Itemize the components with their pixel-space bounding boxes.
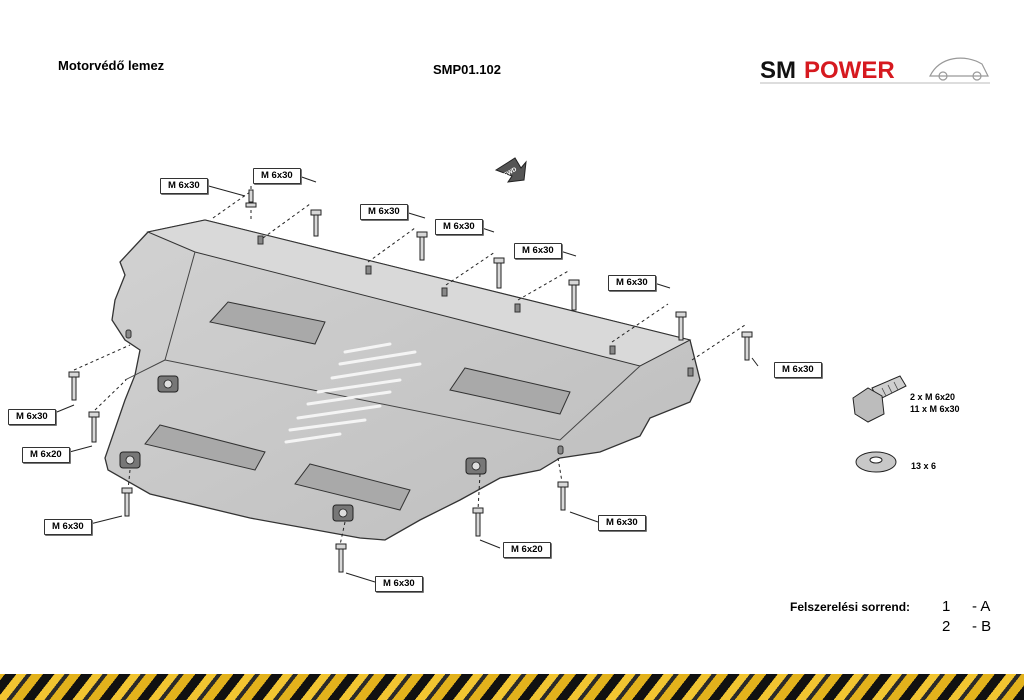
install-order-label: Felszerelési sorrend: — [790, 600, 911, 614]
bolt-count-m6x20: 2 x M 6x20 — [910, 392, 956, 402]
smpower-logo: SM POWER — [760, 57, 990, 84]
logo-sm-text: SM — [760, 57, 796, 84]
skid-plate — [104, 219, 701, 541]
install-step-code: - A — [972, 598, 991, 615]
callout-label: M 6x30 — [435, 219, 483, 235]
logo-power-text: POWER — [804, 57, 895, 84]
install-step-number: 1 — [942, 598, 951, 615]
callout-label: M 6x20 — [503, 542, 551, 558]
install-step-number: 2 — [942, 618, 951, 635]
callout-label: M 6x30 — [160, 178, 208, 194]
bolt-count-m6x30: 11 x M 6x30 — [910, 404, 960, 414]
callout-label: M 6x20 — [22, 447, 70, 463]
callout-label: M 6x30 — [8, 409, 56, 425]
forward-arrow-icon: FWD — [494, 157, 527, 183]
hex-bolt-icon — [852, 375, 907, 423]
callout-label: M 6x30 — [598, 515, 646, 531]
washer-icon — [855, 451, 897, 473]
callout-label: M 6x30 — [608, 275, 656, 291]
install-step-code: - B — [972, 618, 992, 635]
bolt-guides — [73, 186, 746, 546]
callout-label: M 6x30 — [514, 243, 562, 259]
callout-label: M 6x30 — [360, 204, 408, 220]
callout-label: M 6x30 — [253, 168, 301, 184]
document-title: Motorvédő lemez — [58, 58, 165, 73]
hazard-stripe — [0, 674, 1024, 700]
callout-label: M 6x30 — [774, 362, 822, 378]
part-number: SMP01.102 — [433, 62, 501, 77]
callout-label: M 6x30 — [375, 576, 423, 592]
callout-label: M 6x30 — [44, 519, 92, 535]
washer-count: 13 x 6 — [911, 461, 937, 471]
bolts — [68, 189, 753, 573]
